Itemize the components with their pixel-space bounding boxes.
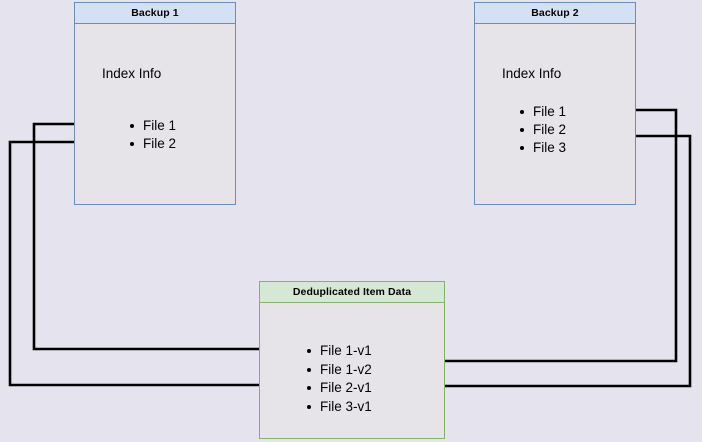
- list-item: File 2: [518, 121, 566, 139]
- dedup-item-label: File 1-v1: [320, 343, 372, 358]
- node-backup-2-body: Index Info File 1 File 2 File 3: [475, 24, 635, 204]
- dedup-item-label: File 1-v2: [320, 361, 372, 377]
- list-item: File 1-v1: [305, 342, 372, 361]
- backup-2-file-list: File 1 File 2 File 3: [518, 103, 566, 157]
- backup-2-file-label: File 2: [533, 122, 567, 137]
- list-item: File 1: [128, 117, 176, 135]
- list-item: File 1-v2: [305, 361, 372, 380]
- node-backup-1-body: Index Info File 1 File 2: [75, 24, 235, 204]
- list-item: File 2-v1: [305, 379, 372, 398]
- list-item: File 3: [518, 139, 566, 157]
- list-item: File 3-v1: [305, 398, 372, 417]
- backup-2-file-label: File 1: [533, 104, 567, 119]
- node-deduplicated-item-data[interactable]: Deduplicated Item Data File 1-v1 File 1-…: [259, 281, 445, 439]
- backup-1-file-label: File 1: [143, 118, 177, 133]
- list-item: File 1: [518, 103, 566, 121]
- node-backup-1[interactable]: Backup 1 Index Info File 1 File 2: [74, 2, 236, 205]
- node-deduplicated-item-data-body: File 1-v1 File 1-v2 File 2-v1 File 3-v1: [260, 303, 444, 438]
- node-backup-1-title: Backup 1: [75, 3, 235, 24]
- backup-2-file-label: File 3: [533, 140, 567, 155]
- backup-1-index-info-label: Index Info: [102, 66, 162, 81]
- node-backup-2-title: Backup 2: [475, 3, 635, 24]
- dedup-item-label: File 3-v1: [320, 398, 372, 414]
- dedup-item-list: File 1-v1 File 1-v2 File 2-v1 File 3-v1: [305, 342, 372, 416]
- dedup-item-label: File 2-v1: [320, 380, 372, 395]
- backup-2-index-info-label: Index Info: [502, 66, 562, 81]
- backup-1-file-list: File 1 File 2: [128, 117, 176, 153]
- node-deduplicated-item-data-title: Deduplicated Item Data: [260, 282, 444, 303]
- node-backup-2[interactable]: Backup 2 Index Info File 1 File 2 File 3: [474, 2, 636, 205]
- list-item: File 2: [128, 135, 176, 153]
- backup-1-file-label: File 2: [143, 136, 177, 151]
